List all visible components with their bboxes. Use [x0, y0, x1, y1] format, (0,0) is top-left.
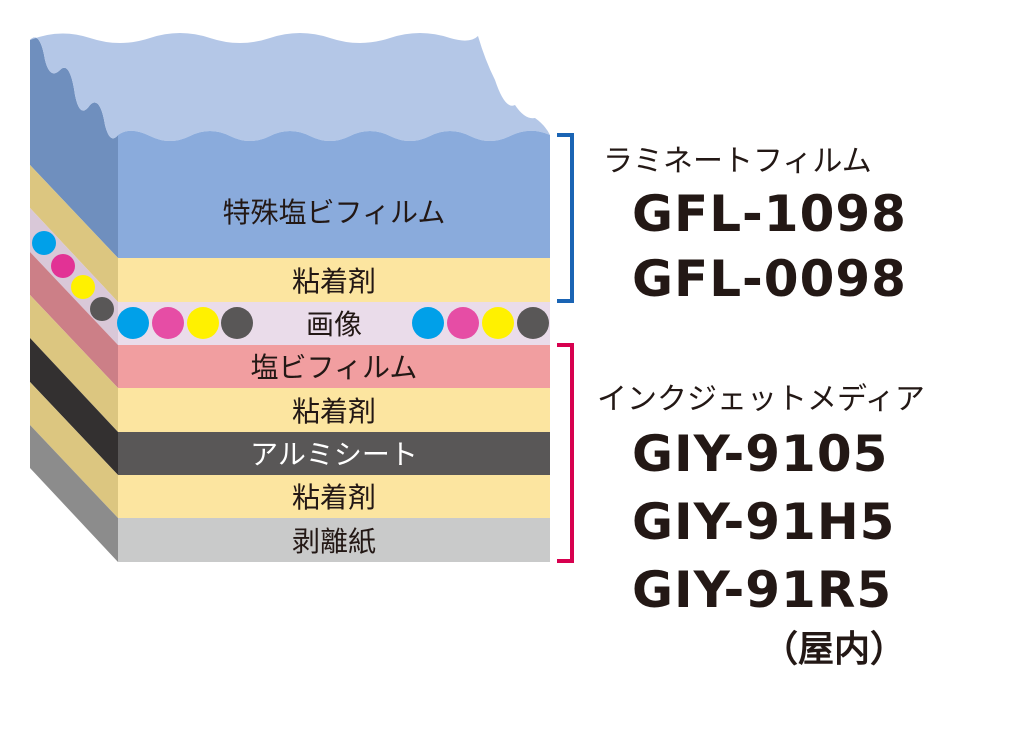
- label-release-paper: 剥離紙: [292, 525, 376, 558]
- adhesive-mid-side: [30, 295, 118, 432]
- pvc-film-face: [118, 345, 550, 388]
- label-image: 画像: [306, 308, 362, 341]
- release-paper-face: [118, 518, 550, 562]
- adhesive-bottom-face: [118, 475, 550, 518]
- label-adhesive-bottom: 粘着剤: [292, 481, 376, 514]
- media-indoor-note: （屋内）: [762, 629, 907, 670]
- media-bracket: [557, 343, 574, 563]
- media-category: インクジェットメディア: [597, 382, 925, 417]
- adhesive-top-side: [30, 165, 118, 302]
- aluminum-sheet-face: [118, 432, 550, 475]
- label-pvc-film: 塩ビフィルム: [251, 351, 418, 384]
- laminate-category: ラミネートフィルム: [603, 144, 872, 179]
- special-pvc-film-face: [118, 130, 550, 258]
- ink-dot-gray-left: [221, 307, 253, 339]
- media-product-3: GIY-91R5: [632, 561, 893, 619]
- laminate-product-1: GFL-1098: [632, 185, 907, 243]
- ink-dot-yellow-left: [187, 307, 219, 339]
- side-ink-dot-cyan: [32, 231, 56, 255]
- laminate-bracket: [557, 133, 574, 303]
- adhesive-top-face: [118, 258, 550, 302]
- ink-dot-magenta-right: [447, 307, 479, 339]
- laminate-product-2: GFL-0098: [632, 250, 907, 308]
- label-aluminum-sheet: アルミシート: [250, 438, 418, 471]
- side-ink-dot-yellow: [71, 275, 95, 299]
- ink-dot-cyan-right: [412, 307, 444, 339]
- aluminum-sheet-side: [30, 338, 118, 475]
- media-product-1: GIY-9105: [632, 425, 889, 483]
- film-side-face: [30, 37, 118, 258]
- ink-dot-cyan-left: [117, 307, 149, 339]
- ink-dot-yellow-right: [482, 307, 514, 339]
- side-ink-dot-gray: [90, 297, 114, 321]
- side-ink-dot-magenta: [51, 254, 75, 278]
- adhesive-mid-face: [118, 388, 550, 432]
- ink-dot-gray-right: [517, 307, 549, 339]
- label-special-pvc-film: 特殊塩ビフィルム: [223, 196, 446, 229]
- label-adhesive-top: 粘着剤: [292, 265, 376, 298]
- ink-dot-magenta-left: [152, 307, 184, 339]
- film-top-face: [30, 33, 550, 141]
- label-adhesive-mid: 粘着剤: [292, 395, 376, 428]
- media-product-2: GIY-91H5: [632, 493, 896, 551]
- adhesive-bottom-side: [30, 382, 118, 518]
- pvc-film-side: [30, 252, 118, 388]
- release-paper-side: [30, 425, 118, 562]
